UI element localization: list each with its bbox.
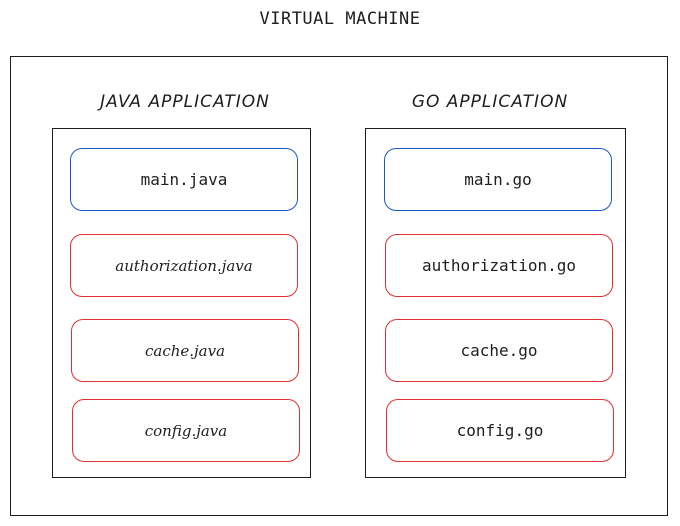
java-app-box	[52, 128, 311, 478]
java-cache-file: cache.java	[71, 319, 299, 382]
go-main-file: main.go	[384, 148, 612, 211]
go-authorization-file: authorization.go	[385, 234, 613, 297]
java-config-file: config.java	[72, 399, 300, 462]
go-app-box	[365, 128, 626, 478]
go-app-title: GO APPLICATION	[411, 92, 569, 112]
go-cache-file: cache.go	[385, 319, 613, 382]
go-config-file: config.go	[386, 399, 614, 462]
java-authorization-file: authorization.java	[70, 234, 298, 297]
java-main-file: main.java	[70, 148, 298, 211]
virtual-machine-box	[10, 56, 668, 516]
java-app-title: JAVA APPLICATION	[100, 92, 270, 112]
diagram-title: VIRTUAL MACHINE	[259, 9, 421, 29]
